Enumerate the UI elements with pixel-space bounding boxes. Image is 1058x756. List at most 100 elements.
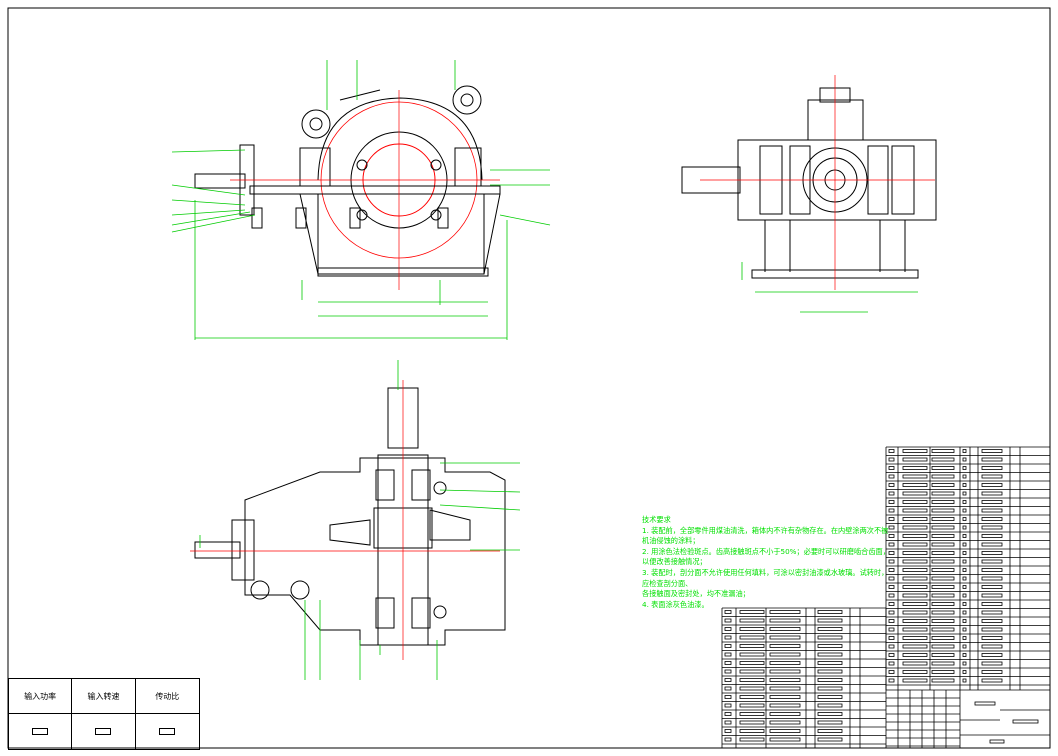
cell-placeholder	[981, 610, 1003, 615]
cell-placeholder	[724, 686, 732, 691]
cell-placeholder	[724, 669, 732, 674]
cell-placeholder	[739, 618, 765, 623]
cell-placeholder	[962, 602, 967, 606]
cell-placeholder	[962, 466, 967, 470]
cell-placeholder	[888, 551, 895, 555]
cell-placeholder	[769, 737, 801, 742]
cell-placeholder	[724, 678, 732, 682]
cell-placeholder	[974, 701, 996, 706]
side-view-dimensions	[741, 262, 918, 313]
cell-placeholder	[888, 449, 895, 453]
cell-placeholder	[817, 686, 843, 691]
cell-placeholder	[817, 695, 843, 699]
cell-placeholder	[769, 669, 801, 674]
cell-placeholder	[981, 542, 1003, 547]
cell-placeholder	[931, 610, 955, 615]
cell-placeholder	[962, 500, 967, 504]
cell-placeholder	[981, 602, 1003, 606]
cell-placeholder	[902, 449, 928, 453]
cell-placeholder	[724, 695, 732, 699]
cell-placeholder	[888, 517, 895, 521]
cell-placeholder	[902, 661, 928, 666]
cell-placeholder	[981, 636, 1003, 640]
cell-placeholder	[962, 449, 967, 453]
cell-placeholder	[981, 466, 1003, 470]
cell-placeholder	[931, 619, 955, 623]
cell-placeholder	[739, 652, 765, 657]
value-transmission-ratio	[136, 714, 199, 749]
cell-placeholder	[817, 610, 843, 614]
cell-placeholder	[989, 739, 1005, 744]
cell-placeholder	[981, 585, 1003, 589]
cell-placeholder	[962, 457, 967, 462]
cell-placeholder	[931, 653, 955, 657]
cell-placeholder	[888, 474, 895, 479]
cell-placeholder	[962, 525, 967, 530]
cell-placeholder	[888, 466, 895, 470]
cell-placeholder	[817, 644, 843, 648]
header-input-power: 输入功率	[9, 679, 73, 714]
cell-placeholder	[888, 593, 895, 598]
cell-placeholder	[888, 542, 895, 547]
cell-placeholder	[902, 670, 928, 674]
cell-placeholder	[902, 491, 928, 496]
cell-placeholder	[981, 576, 1003, 581]
cell-placeholder	[981, 483, 1003, 487]
cell-placeholder	[902, 500, 928, 504]
cell-placeholder	[888, 559, 895, 564]
cell-placeholder	[962, 508, 967, 513]
performance-table: 输入功率 输入转速 传动比	[8, 678, 200, 750]
cell-placeholder	[724, 610, 732, 614]
cell-placeholder	[981, 449, 1003, 453]
value-input-speed	[72, 714, 136, 749]
cell-placeholder	[902, 474, 928, 479]
cell-placeholder	[817, 737, 843, 742]
cell-placeholder	[931, 466, 955, 470]
cell-placeholder	[888, 568, 895, 572]
cell-placeholder	[739, 712, 765, 716]
cell-placeholder	[739, 720, 765, 725]
cell-placeholder	[902, 678, 928, 683]
cell-placeholder	[888, 500, 895, 504]
front-view	[194, 85, 501, 277]
cell-placeholder	[981, 491, 1003, 496]
cell-placeholder	[962, 474, 967, 479]
cell-placeholder	[769, 661, 801, 665]
cell-placeholder	[739, 695, 765, 699]
cell-placeholder	[962, 568, 967, 572]
cell-placeholder	[888, 585, 895, 589]
cell-placeholder	[769, 712, 801, 716]
cell-placeholder	[769, 644, 801, 648]
cell-placeholder	[739, 627, 765, 631]
cell-placeholder	[739, 610, 765, 614]
cell-placeholder	[888, 644, 895, 649]
cell-placeholder	[962, 627, 967, 632]
cell-placeholder	[888, 619, 895, 623]
cell-placeholder	[739, 644, 765, 648]
cell-placeholder	[962, 576, 967, 581]
cell-placeholder	[902, 466, 928, 470]
cell-placeholder	[981, 653, 1003, 657]
cell-placeholder	[902, 619, 928, 623]
cell-placeholder	[724, 618, 732, 623]
cell-placeholder	[817, 729, 843, 733]
cell-placeholder	[769, 652, 801, 657]
cell-placeholder	[902, 602, 928, 606]
cell-placeholder	[817, 652, 843, 657]
cell-placeholder	[724, 720, 732, 725]
cell-placeholder	[902, 636, 928, 640]
cell-placeholder	[931, 627, 955, 632]
parts-list-table	[721, 446, 1051, 749]
cell-placeholder	[724, 703, 732, 708]
cell-placeholder	[888, 610, 895, 615]
cell-placeholder	[902, 585, 928, 589]
side-view	[681, 87, 937, 279]
cell-placeholder	[962, 653, 967, 657]
cell-placeholder	[888, 491, 895, 496]
cell-placeholder	[888, 670, 895, 674]
cell-placeholder	[739, 661, 765, 665]
cell-placeholder	[724, 737, 732, 742]
cell-placeholder	[902, 508, 928, 513]
cell-placeholder	[981, 500, 1003, 504]
cell-placeholder	[739, 729, 765, 733]
